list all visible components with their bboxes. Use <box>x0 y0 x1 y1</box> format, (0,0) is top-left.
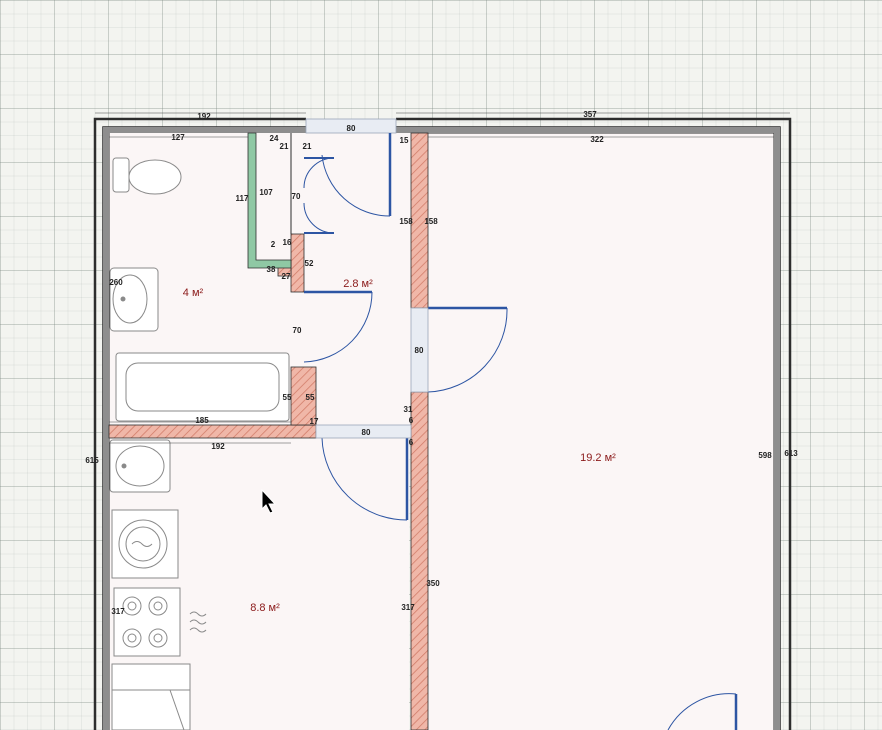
dimension-label: 24 <box>270 134 279 143</box>
dimension-label: 158 <box>399 217 413 226</box>
kitchen-sink-icon <box>109 439 171 493</box>
fridge-icon <box>111 663 191 730</box>
dimension-label: 192 <box>211 442 225 451</box>
dimension-label: 21 <box>303 142 312 151</box>
entrance-opening[interactable] <box>305 118 397 134</box>
living-area-label: 19.2 м² <box>580 452 616 464</box>
living-room-floor[interactable] <box>428 133 774 730</box>
outer-wall-fill-top-left <box>103 127 306 133</box>
dimension-label: 55 <box>306 393 315 402</box>
dimension-label: 21 <box>280 142 289 151</box>
dimension-label: 70 <box>293 326 302 335</box>
dimension-label: 80 <box>362 428 371 437</box>
dimension-label: 615 <box>85 456 99 465</box>
bathtub-icon <box>115 352 290 422</box>
dimension-label: 17 <box>310 417 319 426</box>
dimension-label: 6 <box>409 416 414 425</box>
dimension-label: 260 <box>109 278 123 287</box>
bathroom-door-arc <box>303 291 373 363</box>
entrance-door-arc <box>321 154 391 217</box>
bathroom-area-label: 4 м² <box>183 287 204 299</box>
dimension-lines <box>95 112 790 444</box>
sink-icon <box>109 267 159 332</box>
dimension-label: 185 <box>195 416 209 425</box>
living-door-opening[interactable] <box>410 307 429 393</box>
dimension-label: 613 <box>784 449 798 458</box>
washing-machine-icon <box>111 509 179 579</box>
kitchen-door-opening[interactable] <box>315 424 412 439</box>
dimension-label: 16 <box>283 238 292 247</box>
dimension-label: 27 <box>282 272 291 281</box>
dimension-label: 80 <box>415 346 424 355</box>
dimension-label: 322 <box>590 135 604 144</box>
living-door-arc <box>427 307 508 393</box>
dimension-label: 127 <box>171 133 185 142</box>
partition-living-lower[interactable] <box>410 391 429 730</box>
doors[interactable] <box>303 133 738 730</box>
dimension-label: 55 <box>283 393 292 402</box>
dimension-label: 70 <box>292 192 301 201</box>
dimension-label: 317 <box>401 603 415 612</box>
dimension-label: 350 <box>426 579 440 588</box>
dimension-label: 158 <box>424 217 438 226</box>
dimension-label: 31 <box>404 405 413 414</box>
dimension-label: 317 <box>111 607 125 616</box>
outer-wall-fill-top-right <box>396 127 780 133</box>
dimension-label: 2 <box>271 240 276 249</box>
kitchen-door-arc <box>321 437 408 521</box>
dimension-label: 357 <box>583 110 597 119</box>
dimension-label: 80 <box>347 124 356 133</box>
stove-icon <box>113 587 207 657</box>
dimension-label: 192 <box>197 112 211 121</box>
dimension-label: 15 <box>400 136 409 145</box>
kitchen-area-label: 8.8 м² <box>250 602 280 614</box>
dimension-label: 107 <box>259 188 273 197</box>
dimension-label: 6 <box>409 438 414 447</box>
balcony-door-arc <box>667 693 737 730</box>
partition-kitchen-top[interactable] <box>108 424 317 439</box>
green-niche[interactable] <box>247 132 292 269</box>
outer-wall-fill-left <box>103 127 109 730</box>
partition-bath-b[interactable] <box>290 366 317 426</box>
toilet-icon <box>112 157 182 195</box>
outer-wall-fill-right <box>774 127 780 730</box>
dimension-label: 117 <box>236 194 249 203</box>
dimension-label: 52 <box>305 259 314 268</box>
dimension-label: 38 <box>267 265 276 274</box>
partition-bath-a[interactable] <box>290 233 305 293</box>
hall-area-label: 2.8 м² <box>343 278 373 290</box>
dimension-label: 598 <box>758 451 772 460</box>
mouse-cursor-icon <box>261 488 277 514</box>
